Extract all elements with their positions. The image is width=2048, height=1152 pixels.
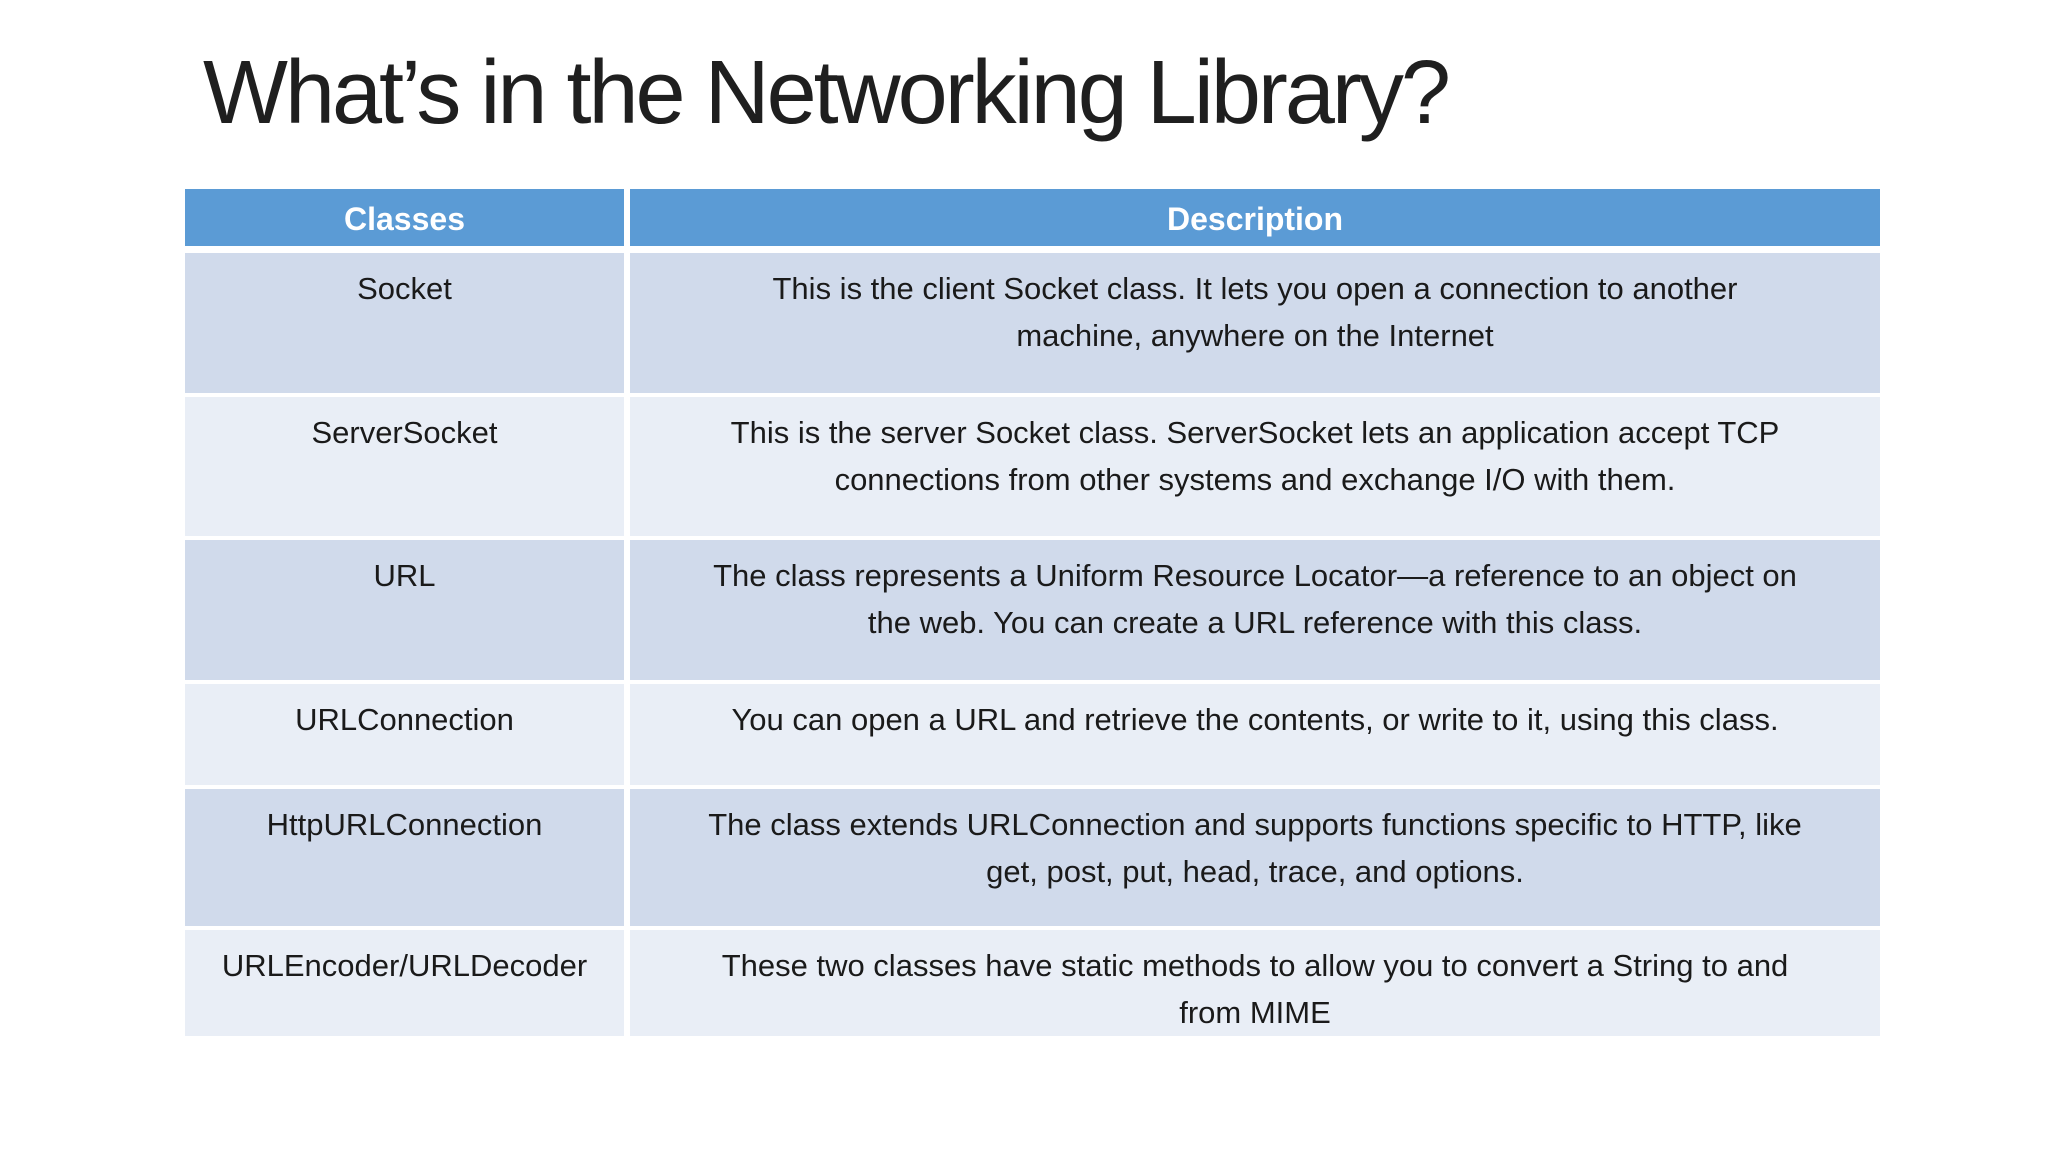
column-header-classes: Classes bbox=[185, 189, 630, 253]
table-row: URLEncoder/URLDecoder These two classes … bbox=[185, 930, 1880, 1036]
description-cell: The class extends URLConnection and supp… bbox=[630, 789, 1880, 930]
table-row: ServerSocket This is the server Socket c… bbox=[185, 397, 1880, 540]
class-cell: URL bbox=[185, 540, 630, 684]
networking-classes-table: Classes Description Socket This is the c… bbox=[185, 189, 1880, 1036]
class-cell: Socket bbox=[185, 253, 630, 397]
class-cell: URLConnection bbox=[185, 684, 630, 789]
description-cell: This is the client Socket class. It lets… bbox=[630, 253, 1880, 397]
column-header-description: Description bbox=[630, 189, 1880, 253]
table-row: HttpURLConnection The class extends URLC… bbox=[185, 789, 1880, 930]
table-row: Socket This is the client Socket class. … bbox=[185, 253, 1880, 397]
description-cell: The class represents a Uniform Resource … bbox=[630, 540, 1880, 684]
table-header-row: Classes Description bbox=[185, 189, 1880, 253]
description-cell: These two classes have static methods to… bbox=[630, 930, 1880, 1036]
description-cell: You can open a URL and retrieve the cont… bbox=[630, 684, 1880, 789]
page-title: What’s in the Networking Library? bbox=[203, 43, 1451, 143]
table-row: URLConnection You can open a URL and ret… bbox=[185, 684, 1880, 789]
description-cell: This is the server Socket class. ServerS… bbox=[630, 397, 1880, 540]
class-cell: URLEncoder/URLDecoder bbox=[185, 930, 630, 1036]
table-row: URL The class represents a Uniform Resou… bbox=[185, 540, 1880, 684]
class-cell: ServerSocket bbox=[185, 397, 630, 540]
class-cell: HttpURLConnection bbox=[185, 789, 630, 930]
